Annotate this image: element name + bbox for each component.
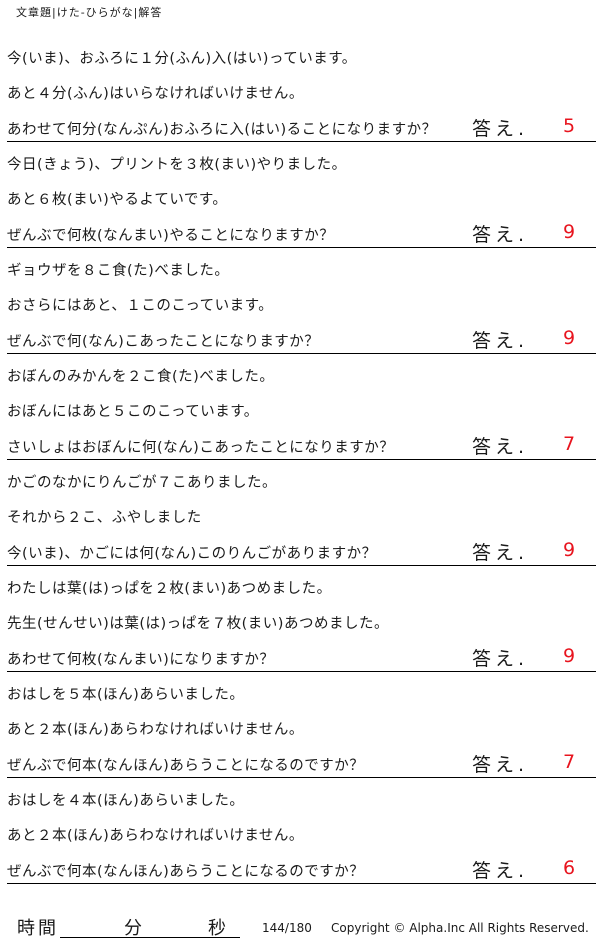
problem-line: 先生(せんせい)は葉(は)っぱを７枚(まい)あつめました。 [7,616,389,632]
problem-line: あと６枚(まい)やるよていです。 [7,192,228,208]
problem-line: おさらにはあと、１このこっています。 [7,298,274,314]
answer-underline [7,883,596,884]
problem-item: おぼんのみかんを２こ食(た)べました。おぼんにはあと５このこっています。さいしょ… [0,356,600,462]
problem-item: 今(いま)、おふろに１分(ふん)入(はい)っています。あと４分(ふん)はいらなけ… [0,38,600,144]
problem-item: かごのなかにりんごが７こありました。それから２こ、ふやしました今(いま)、かごに… [0,462,600,568]
problem-line: 今(いま)、おふろに１分(ふん)入(はい)っています。 [7,51,357,67]
problem-item: 今日(きょう)、プリントを３枚(まい)やりました。あと６枚(まい)やるよていです… [0,144,600,250]
problem-line: おはしを５本(ほん)あらいました。 [7,687,245,703]
answer-underline [7,565,596,566]
problem-line: ぜんぶで何本(なんほん)あらうことになるのですか？ [7,864,365,880]
problem-line: かごのなかにりんごが７こありました。 [7,475,277,491]
answer-value: 9 [562,645,576,667]
answer-label: 答え. [472,118,529,140]
answer-label: 答え. [472,542,529,564]
problem-line: あと４分(ふん)はいらなければいけません。 [7,86,304,102]
copyright-notice: Copyright © Alpha.Inc All Rights Reserve… [331,921,589,935]
problem-line: さいしょはおぼんに何(なん)こあったことになりますか？ [7,440,395,456]
problem-line: それから２こ、ふやしました [7,510,202,526]
problem-item: ギョウザを８こ食(た)べました。おさらにはあと、１このこっています。ぜんぶで何(… [0,250,600,356]
seconds-label: 秒 [208,918,226,939]
problem-item: おはしを５本(ほん)あらいました。あと２本(ほん)あらわなければいけません。ぜん… [0,674,600,780]
answer-value: 9 [562,327,576,349]
page-number: 144/180 [262,921,312,935]
answer-underline [7,353,596,354]
problem-line: 今(いま)、かごには何(なん)このりんごがありますか？ [7,546,377,562]
problem-line: あわせて何枚(なんまい)になりますか？ [7,652,275,668]
problem-line: ぜんぶで何本(なんほん)あらうことになるのですか？ [7,758,365,774]
answer-label: 答え. [472,648,529,670]
answer-underline [7,459,596,460]
time-label: 時間 [17,918,59,939]
answer-label: 答え. [472,436,529,458]
problem-item: おはしを４本(ほん)あらいました。あと２本(ほん)あらわなければいけません。ぜん… [0,780,600,886]
time-entry-line [60,937,240,938]
problem-line: あわせて何分(なんぷん)おふろに入(はい)ることになりますか？ [7,122,437,138]
answer-underline [7,671,596,672]
problem-line: おぼんのみかんを２こ食(た)べました。 [7,369,275,385]
answer-underline [7,247,596,248]
answer-underline [7,777,596,778]
footer: 時間 分 秒 144/180 Copyright © Alpha.Inc All… [0,910,600,940]
answer-label: 答え. [472,754,529,776]
answer-value: 7 [562,433,576,455]
answer-underline [7,141,596,142]
answer-label: 答え. [472,860,529,882]
answer-value: 7 [562,751,576,773]
problem-line: おはしを４本(ほん)あらいました。 [7,793,245,809]
problem-line: ぜんぶで何(なん)こあったことになりますか？ [7,334,320,350]
answer-value: 9 [562,221,576,243]
problem-line: あと２本(ほん)あらわなければいけません。 [7,828,304,844]
problem-line: ギョウザを８こ食(た)べました。 [7,263,230,279]
page-header: 文章題|けた-ひらがな|解答 [16,6,163,19]
answer-label: 答え. [472,224,529,246]
problem-line: おぼんにはあと５このこっています。 [7,404,259,420]
problem-list: 今(いま)、おふろに１分(ふん)入(はい)っています。あと４分(ふん)はいらなけ… [0,38,600,886]
problem-line: わたしは葉(は)っぱを２枚(まい)あつめました。 [7,581,332,597]
problem-line: あと２本(ほん)あらわなければいけません。 [7,722,304,738]
answer-value: 9 [562,539,576,561]
problem-line: 今日(きょう)、プリントを３枚(まい)やりました。 [7,157,347,173]
answer-value: 5 [562,115,576,137]
problem-line: ぜんぶで何枚(なんまい)やることになりますか？ [7,228,335,244]
problem-item: わたしは葉(は)っぱを２枚(まい)あつめました。先生(せんせい)は葉(は)っぱを… [0,568,600,674]
answer-label: 答え. [472,330,529,352]
minutes-label: 分 [124,918,142,939]
answer-value: 6 [562,857,576,879]
